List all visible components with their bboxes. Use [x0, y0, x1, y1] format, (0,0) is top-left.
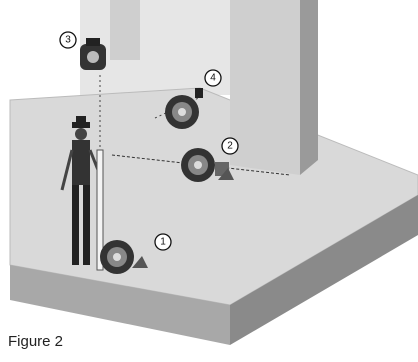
- laser-detector-icon: [218, 168, 234, 180]
- laser-beam-4: [154, 94, 206, 119]
- callout-1: 1: [154, 233, 172, 251]
- back-wall-shadow: [110, 0, 140, 60]
- laser-level-icon: [80, 38, 106, 70]
- callout-2-label: 2: [227, 141, 233, 152]
- detector-rod: [96, 149, 104, 271]
- callout-2: 2: [221, 137, 239, 155]
- column-side: [300, 0, 318, 175]
- figure-caption: Figure 2: [8, 333, 64, 350]
- laser-level-icon: [181, 148, 229, 182]
- laser-detector-icon: [132, 256, 148, 268]
- callout-4-label: 4: [210, 73, 216, 84]
- column-front: [230, 0, 300, 175]
- laser-level-icon: [165, 88, 203, 129]
- laser-level-icon: [100, 240, 134, 274]
- callout-3: 3: [59, 31, 77, 49]
- callout-4: 4: [204, 69, 222, 87]
- callout-1-label: 1: [160, 237, 166, 248]
- callout-3-label: 3: [65, 35, 71, 46]
- slab-right-edge: [230, 195, 418, 345]
- slab-front-edge: [10, 265, 230, 345]
- slab-top: [9, 87, 418, 306]
